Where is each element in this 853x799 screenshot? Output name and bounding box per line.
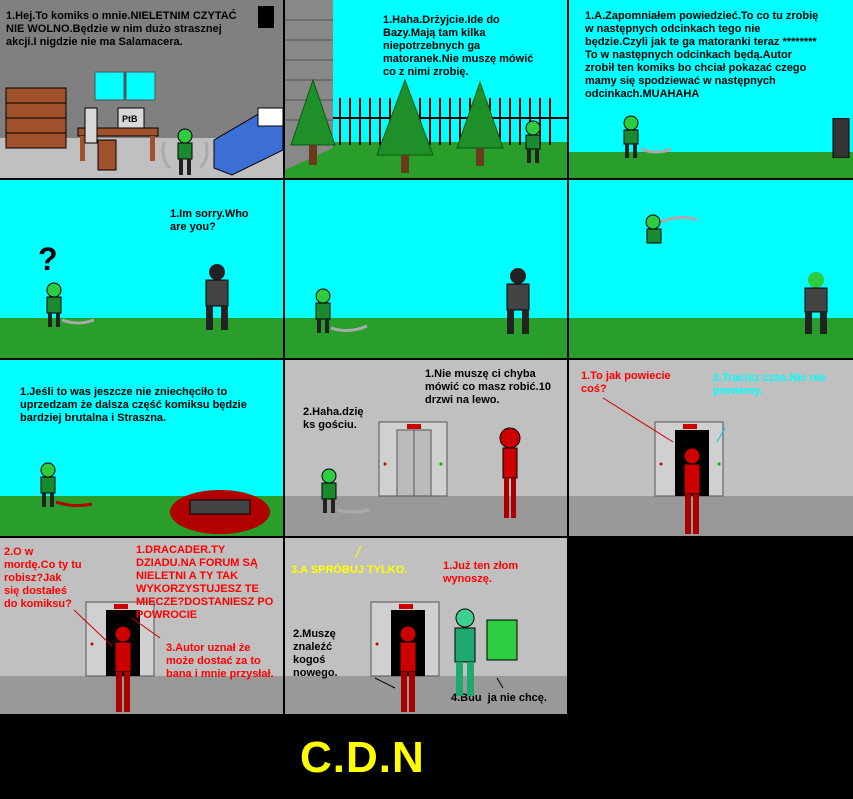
green-robot-character: [321, 468, 370, 514]
panel-1-scene: [0, 0, 283, 178]
panel-4: ? 1.Im sorry.Who are you?: [0, 180, 283, 358]
panel-2-caption: 1.Haha.Drżyjcie.Ide do Bazy.Mają tam kil…: [383, 14, 534, 78]
panel-10-scene: [0, 538, 283, 714]
panel-11: 3.A SPRÓBUJ TYLKO. 1.Już ten złom wynosz…: [285, 538, 567, 714]
panel-9-caption-2: 2.Tracisz czas.Nic nie powiemy.: [713, 372, 826, 397]
panel-6: [569, 180, 853, 358]
green-robot-character: [40, 462, 93, 508]
panel-3-caption: 1.A.Zapomniałem powiedzieć.To co tu zrob…: [585, 10, 819, 100]
teal-robot-carrying-character: [454, 608, 518, 696]
green-robot-character: [315, 288, 368, 333]
panel-8: 1.Nie muszę ci chyba mówić co masz robić…: [285, 360, 567, 536]
panel-10-caption-2: 1.DRACADER.TY DZIADU.NA FORUM SĄ NIELETN…: [136, 544, 274, 621]
panel-9-caption-1: 1.To jak powiecie coś?: [581, 370, 671, 395]
dark-robot-character: [804, 272, 828, 334]
red-robot-character: [114, 625, 132, 712]
panel-2: 1.Haha.Drżyjcie.Ide do Bazy.Mają tam kil…: [285, 0, 567, 178]
question-mark: ?: [38, 241, 58, 277]
panel-5: [285, 180, 567, 358]
panel-3-scene: [569, 0, 853, 178]
panel-1-caption: 1.Hej.To komiks o mnie.NIELETNIM CZYTAĆ …: [6, 10, 237, 48]
panel-11-caption-3: 2.Muszę znaleźć kogoś nowego.: [293, 628, 338, 679]
panel-11-caption-1: 3.A SPRÓBUJ TYLKO.: [291, 564, 408, 576]
panel-7-scene: [0, 360, 283, 536]
panel-7: 1.Jeśli to was jeszcze nie zniechęciło t…: [0, 360, 283, 536]
panel-3: 1.A.Zapomniałem powiedzieć.To co tu zrob…: [569, 0, 853, 178]
panel-4-scene: [0, 180, 283, 358]
monitor-screen-label: PtB: [122, 114, 138, 124]
jumping-green-robot-character: [645, 214, 698, 244]
green-robot-character: [46, 282, 95, 327]
to-be-continued-label: C.D.N: [300, 733, 425, 782]
panel-10: 2.O w mordę.Co ty tu robisz?Jak się dost…: [0, 538, 283, 714]
red-robot-character: [683, 447, 701, 534]
green-robot-character: [623, 115, 672, 158]
green-robot-character: [161, 128, 209, 175]
dark-robot-character: [506, 268, 530, 334]
panel-4-caption: 1.Im sorry.Who are you?: [170, 208, 249, 233]
panel-11-caption-2: 1.Już ten złom wynoszę.: [443, 560, 519, 585]
red-robot-character: [399, 625, 417, 712]
panel-2-scene: [285, 0, 567, 178]
panel-1: 1.Hej.To komiks o mnie.NIELETNIM CZYTAĆ …: [0, 0, 283, 178]
panel-9: 1.To jak powiecie coś? 2.Tracisz czas.Ni…: [569, 360, 853, 536]
panel-7-caption: 1.Jeśli to was jeszcze nie zniechęciło t…: [20, 386, 247, 424]
panel-10-caption-1: 2.O w mordę.Co ty tu robisz?Jak się dost…: [4, 546, 82, 610]
panel-10-caption-3: 3.Autor uznał że może dostać za to bana …: [166, 642, 274, 680]
dark-robot-character: [205, 264, 229, 330]
green-robot-character: [525, 120, 541, 163]
panel-9-scene: [569, 360, 853, 536]
dark-robot-character: [832, 118, 850, 158]
panel-5-scene: [285, 180, 567, 358]
panel-8-caption-2: 2.Haha.dzię ks gościu.: [303, 406, 364, 431]
panel-8-caption-1: 1.Nie muszę ci chyba mówić co masz robić…: [425, 368, 551, 406]
red-robot-character: [499, 427, 521, 518]
